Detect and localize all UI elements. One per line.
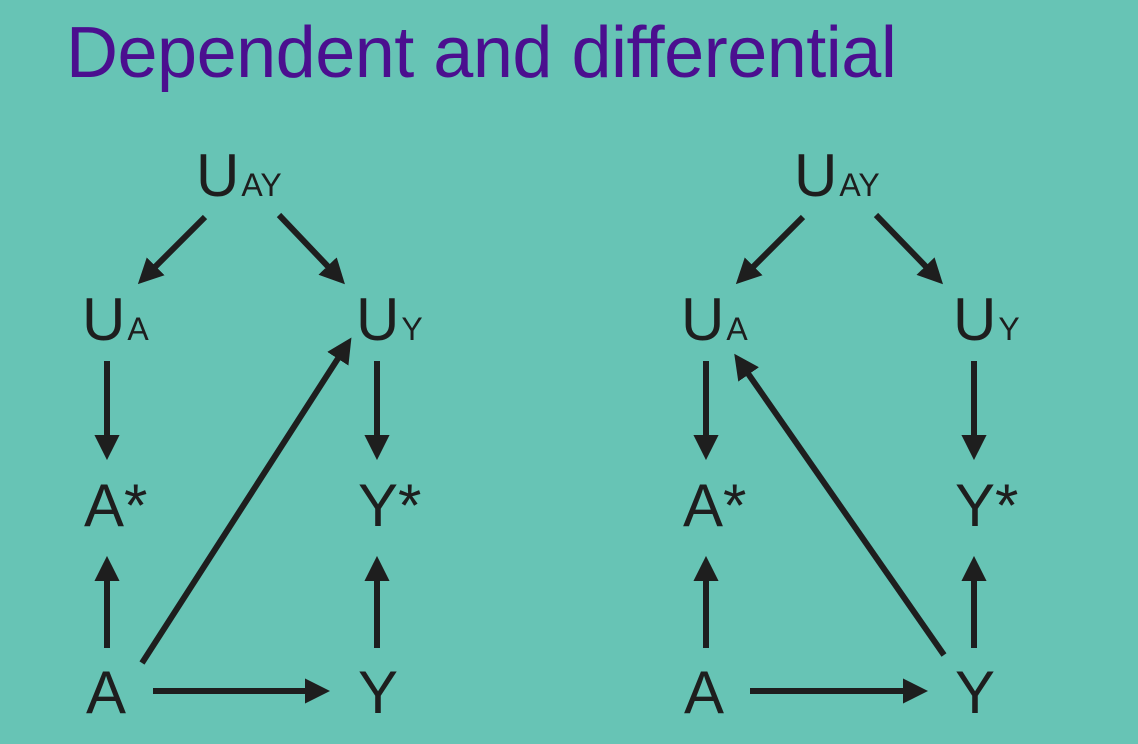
left-node-a-star: A* [84,472,147,539]
right-node-u-a: UA [681,286,748,353]
left-node-u-ay: UAY [196,142,282,209]
left-node-y: Y [358,659,398,726]
left-node-a: A [86,659,126,726]
right-node-y: Y [955,659,995,726]
right-edge-y-ua [734,353,947,657]
left-edge-uay-ua [137,214,208,285]
left-edge-uay-uy [276,212,345,285]
left-node-u-a: UA [82,286,149,353]
right-edge-uay-ua [735,214,806,285]
slide-title: Dependent and differential [66,13,897,93]
right-node-a: A [684,659,724,726]
right-node-y-star: Y* [955,472,1018,539]
left-diagram: UAY UA UY A* Y* A Y [82,142,423,726]
right-edge-uay-uy [873,212,944,285]
right-node-a-star: A* [683,472,746,539]
right-diagram: UAY UA UY A* Y* A Y [681,142,1020,726]
left-node-y-star: Y* [358,472,421,539]
right-node-u-ay: UAY [794,142,880,209]
left-node-u-y: UY [356,286,423,353]
right-node-u-y: UY [953,286,1020,353]
left-edge-a-uy [139,337,352,665]
